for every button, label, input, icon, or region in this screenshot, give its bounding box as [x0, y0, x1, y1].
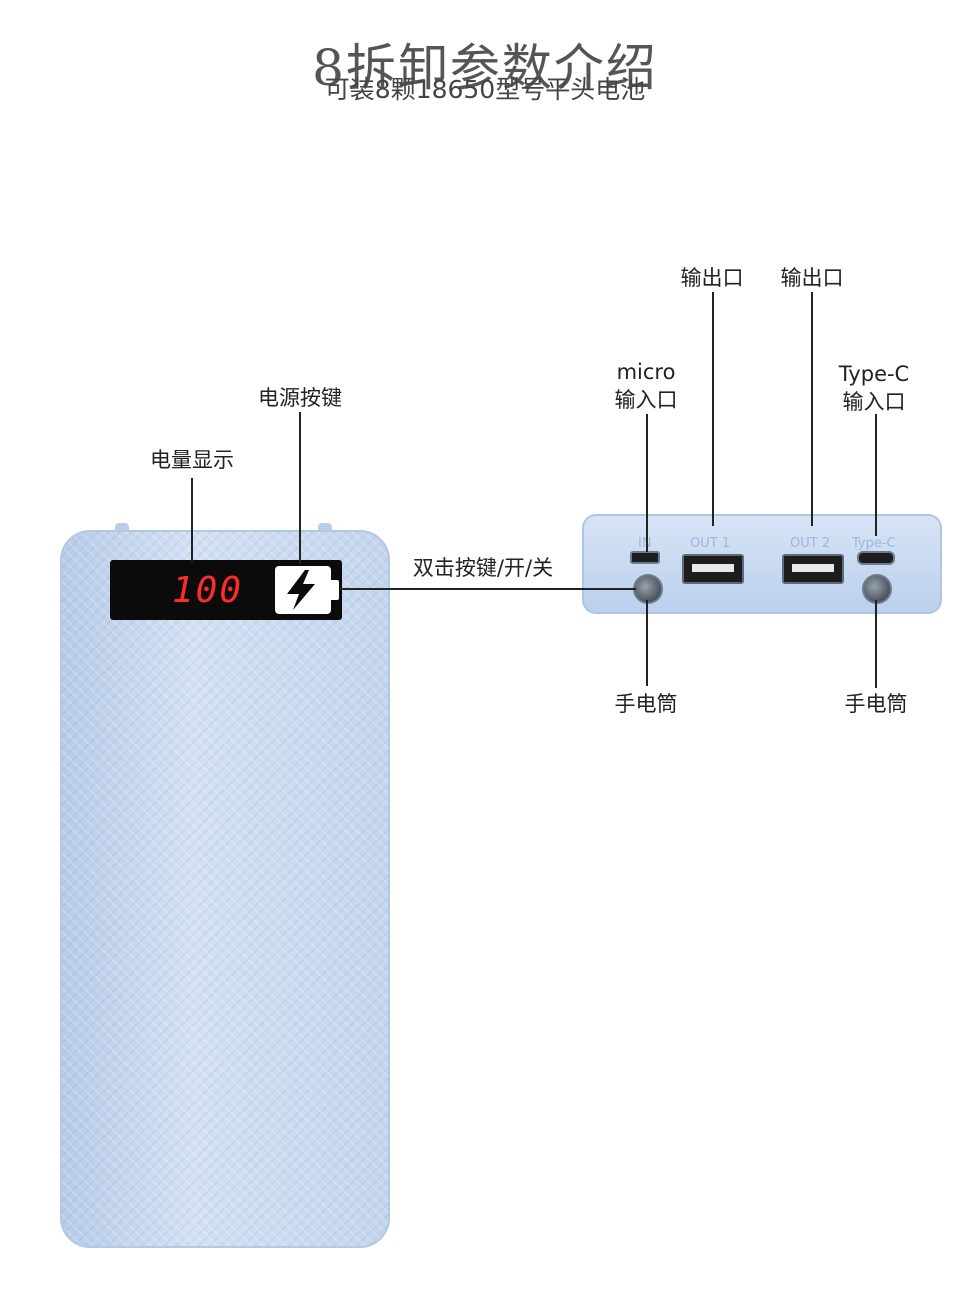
label-micro-line1: micro — [616, 360, 676, 384]
callout-line-flashlight-right — [875, 600, 877, 688]
flashlight-led-left — [633, 574, 663, 604]
callout-line-typec — [875, 414, 877, 536]
page-title: 8拆卸参数介绍 — [312, 39, 658, 97]
callout-line-power — [299, 412, 301, 564]
battery-icon-tip — [331, 580, 339, 600]
page-subtitle: 可装8颗18650型号平头电池 — [324, 75, 646, 104]
label-double-click: 双击按键/开/关 — [412, 556, 554, 580]
battery-icon — [275, 566, 331, 614]
callout-line-flashlight-left — [646, 600, 648, 686]
label-output-2: 输出口 — [780, 266, 844, 290]
label-micro-line2: 输入口 — [614, 388, 678, 412]
callout-line-display — [191, 478, 193, 562]
callout-line-out1 — [712, 292, 714, 526]
port-label-in: IN — [638, 536, 652, 551]
callout-line-micro — [646, 414, 648, 552]
callout-line-double-click — [340, 588, 636, 590]
port-label-out1: OUT 1 — [690, 536, 731, 551]
top-nub-left — [115, 523, 129, 531]
callout-line-out2 — [811, 292, 813, 526]
label-output-1: 输出口 — [680, 266, 744, 290]
battery-level-digits: 100 — [172, 570, 244, 611]
power-bank-front — [60, 530, 390, 1248]
label-typec-line1: Type-C — [838, 362, 910, 386]
label-battery-display: 电量显示 — [150, 448, 234, 472]
label-flashlight-left: 手电筒 — [614, 692, 678, 716]
label-power-button: 电源按键 — [258, 386, 342, 410]
top-nub-right — [318, 523, 332, 531]
port-label-out2: OUT 2 — [790, 536, 831, 551]
label-flashlight-right: 手电筒 — [844, 692, 908, 716]
usb-output-port-2 — [782, 554, 844, 584]
lightning-bolt-icon — [287, 570, 315, 610]
port-label-typec: Type-C — [852, 536, 896, 551]
usb-output-port-1 — [682, 554, 744, 584]
typec-input-port — [857, 551, 895, 565]
label-typec-line2: 输入口 — [842, 390, 906, 414]
flashlight-led-right — [862, 574, 892, 604]
micro-input-port — [630, 551, 660, 564]
